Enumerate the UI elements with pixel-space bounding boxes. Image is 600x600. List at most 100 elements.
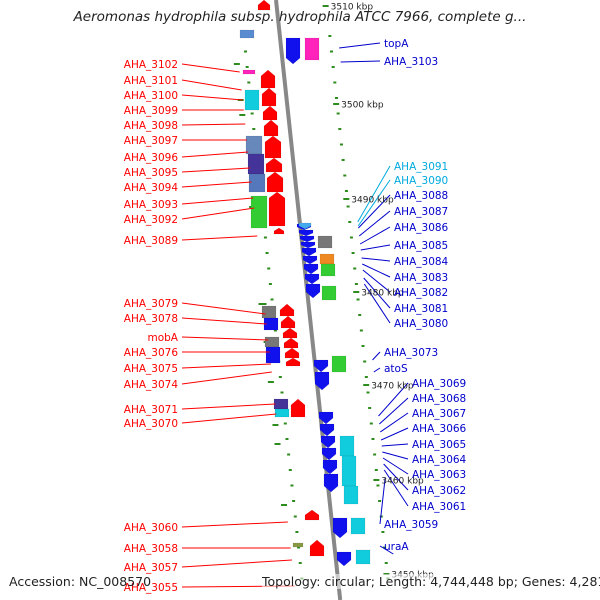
leader-line-right [373, 367, 381, 373]
gene-label-left: AHA_3098 [124, 120, 178, 132]
leader-line-left [181, 403, 276, 410]
gene-block [355, 549, 371, 565]
gene-label-left: AHA_3093 [124, 199, 178, 211]
tick-mark [331, 66, 335, 68]
tick-mark [247, 81, 251, 84]
leader-line-left [181, 181, 252, 188]
tick-mark [378, 500, 382, 502]
scale-label: 3480 kbp [361, 289, 404, 299]
gene-block [320, 263, 336, 277]
gene-arrow-reverse [300, 241, 316, 249]
leader-line-right [358, 210, 391, 237]
tick-mark [339, 143, 343, 146]
gene-block [274, 408, 290, 418]
leader-line-right [383, 463, 409, 491]
gene-label-right: AHA_3061 [412, 501, 466, 513]
tick-mark [263, 236, 267, 239]
scale-label: 3510 kbp [331, 3, 374, 13]
scale-label: 3490 kbp [351, 196, 394, 206]
leader-line-right [372, 351, 381, 361]
gene-label-right: AHA_3064 [412, 454, 467, 466]
tick-mark [293, 515, 297, 518]
gene-label-left: AHA_3058 [124, 543, 178, 555]
tick-mark [283, 422, 287, 425]
tick-mark [368, 407, 372, 409]
tick-mark [267, 267, 271, 270]
leader-line-left [181, 167, 251, 173]
gene-arrow-reverse [299, 235, 315, 243]
tick-mark [373, 453, 377, 456]
leader-line-right [379, 477, 386, 525]
gene-label-left: AHA_3102 [124, 59, 178, 71]
leader-line-right [362, 263, 391, 278]
tick-mark [252, 128, 256, 130]
gene-arrow-reverse [285, 37, 301, 65]
tick-mark [330, 50, 334, 53]
gene-label-left: AHA_3055 [124, 582, 178, 594]
tick-mark [381, 531, 385, 533]
leader-line-right [357, 165, 391, 223]
tick-mark [336, 112, 340, 115]
gene-arrow-reverse [332, 517, 348, 539]
gene-arrow-reverse [318, 411, 334, 425]
gene-arrow-reverse [302, 255, 318, 265]
gene-arrow-forward [263, 119, 279, 137]
gene-label-right: AHA_3069 [412, 378, 466, 390]
gene-block [248, 173, 266, 193]
gene-label-left: AHA_3096 [124, 152, 179, 164]
gene-arrow-forward [285, 357, 301, 367]
gene-label-left: AHA_3099 [124, 105, 178, 117]
leader-line-right [383, 469, 409, 507]
gene-label-right: AHA_3066 [412, 423, 467, 435]
tick-mark [273, 329, 277, 332]
leader-line-left [181, 363, 271, 369]
gene-label-right: AHA_3065 [412, 439, 466, 451]
tick-mark [285, 438, 289, 440]
gene-block [261, 305, 277, 319]
gene-label-right: AHA_3091 [394, 161, 448, 173]
gene-arrow-reverse [322, 459, 338, 475]
gene-label-right: atoS [384, 363, 408, 375]
gene-arrow-forward [284, 347, 300, 359]
leader-line-right [363, 277, 391, 309]
gene-arrow-forward [279, 303, 295, 317]
leader-line-right [381, 443, 409, 447]
tick-mark [353, 267, 357, 270]
leader-line-right [378, 382, 409, 417]
leader-line-right [339, 42, 381, 49]
tick-mark [366, 391, 370, 394]
tick-mark [267, 381, 274, 383]
tick-mark [270, 298, 274, 301]
tick-mark [371, 438, 375, 440]
gene-block [341, 455, 357, 487]
gene-label-right: AHA_3084 [394, 256, 449, 268]
tick-mark [292, 500, 296, 502]
leader-line-left [181, 94, 243, 101]
gene-arrow-reverse [305, 283, 321, 299]
tick-mark [344, 190, 348, 192]
gene-block [242, 69, 256, 75]
tick-mark [359, 329, 363, 332]
tick-mark [363, 360, 367, 363]
tick-mark [280, 391, 284, 394]
gene-arrow-reverse [336, 551, 352, 567]
gene-block [319, 253, 335, 265]
backbone-line [274, 0, 343, 600]
gene-arrow-forward [266, 171, 284, 193]
gene-arrow-reverse [301, 247, 317, 257]
gene-arrow-reverse [321, 447, 337, 461]
gene-block [321, 285, 337, 301]
tick-mark [383, 546, 387, 549]
leader-line-right [340, 60, 381, 63]
gene-label-left: AHA_3057 [124, 562, 178, 574]
gene-block [273, 398, 289, 410]
gene-label-right: AHA_3059 [384, 519, 438, 531]
tick-mark [233, 63, 240, 65]
gene-block [350, 517, 366, 535]
leader-line-right [362, 269, 391, 293]
scale-label: 3500 kbp [341, 101, 384, 111]
tick-mark [272, 424, 279, 426]
gene-label-left: AHA_3075 [124, 363, 178, 375]
